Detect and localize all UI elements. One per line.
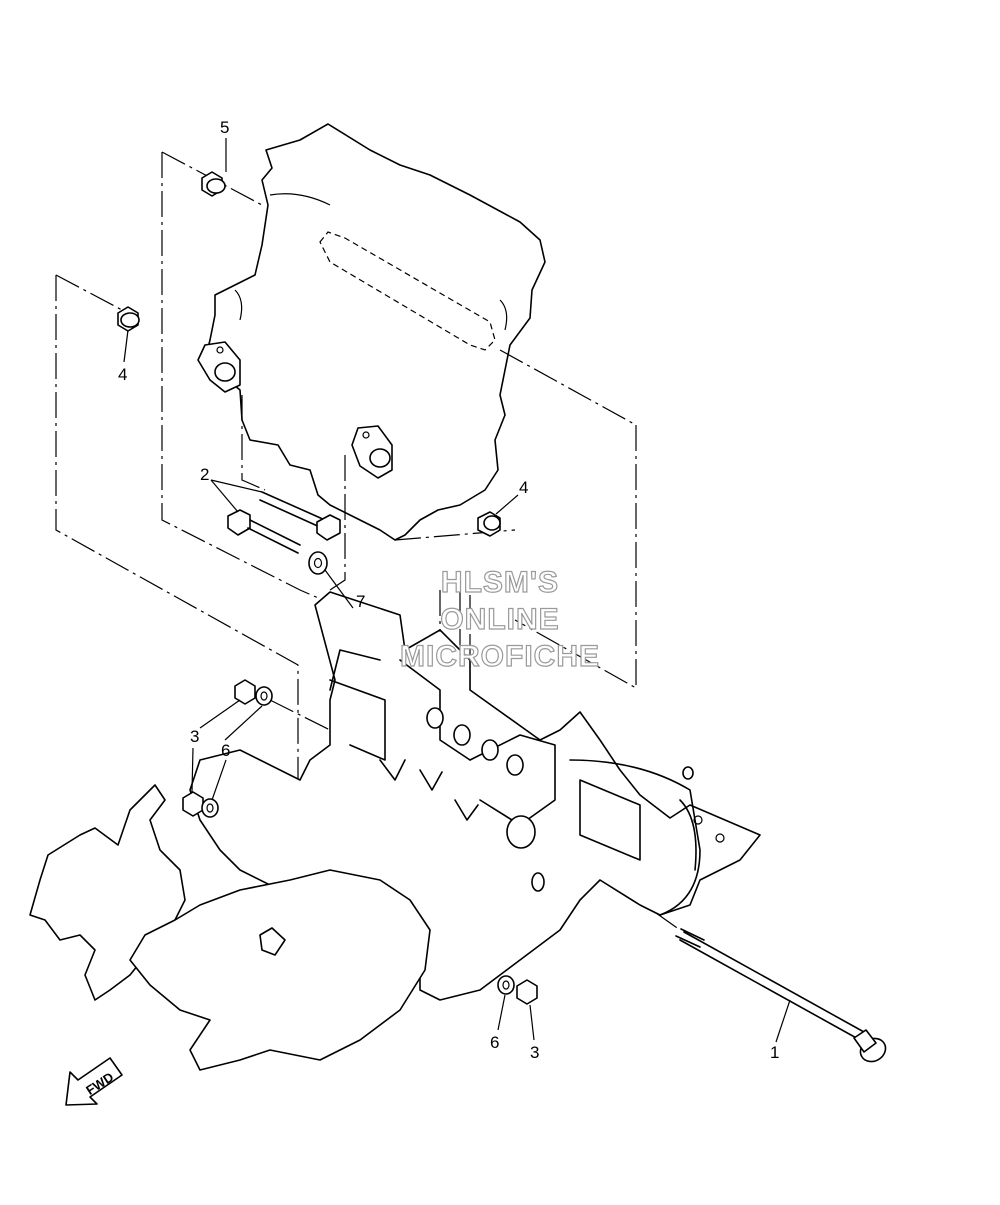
- flange-bolt-part4-right: [477, 511, 501, 537]
- engine-mount-left: [197, 341, 241, 393]
- washer-part7: [308, 551, 328, 575]
- mount-bolt-upper: [259, 491, 341, 541]
- engine-block: [204, 123, 546, 541]
- nut-lower: [516, 979, 538, 1005]
- watermark-line1: HLSM'S: [441, 566, 559, 599]
- flange-bolt-part5: [201, 171, 226, 197]
- fwd-arrow-icon: FWD: [65, 1057, 123, 1106]
- through-bolt: [675, 928, 887, 1063]
- callout-part5: 5: [220, 118, 229, 137]
- callout-part1: 1: [770, 1043, 779, 1062]
- callout-part2: 2: [200, 465, 209, 484]
- washer-lower: [497, 975, 515, 995]
- callout-part4-left: 4: [118, 365, 127, 384]
- washer-mid: [201, 798, 219, 818]
- callout-part3-upper: 3: [190, 727, 199, 746]
- watermark-line2: ONLINE: [440, 603, 559, 636]
- callout-part4-right: 4: [519, 478, 528, 497]
- engine-mount-right: [351, 425, 393, 479]
- callout-part6-lower: 6: [490, 1033, 499, 1052]
- nut-mid: [182, 791, 204, 817]
- washer-upper: [255, 686, 273, 706]
- nut-upper: [234, 679, 256, 705]
- leader-lines: [123, 138, 791, 1043]
- watermark: HLSM'S ONLINE MICROFICHE: [399, 565, 600, 673]
- flange-bolt-part4-left: [117, 306, 140, 332]
- callout-part6-upper: 6: [221, 741, 230, 760]
- mount-bolt-lower: [227, 509, 301, 554]
- lower-frame-plate: [29, 784, 431, 1071]
- callout-part7: 7: [356, 592, 365, 611]
- watermark-line3: MICROFICHE: [400, 640, 600, 673]
- callout-part3-lower: 3: [530, 1043, 539, 1062]
